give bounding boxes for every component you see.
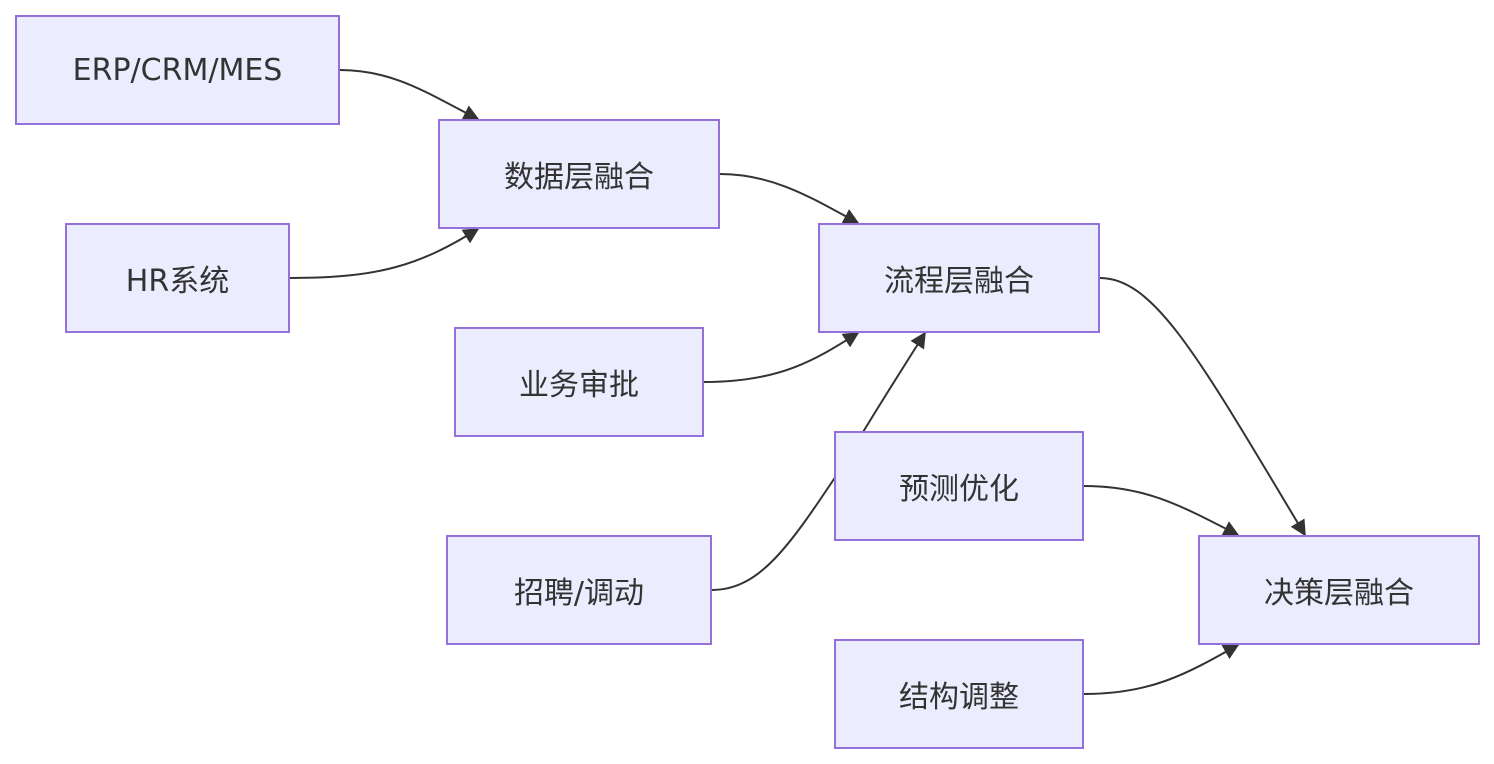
edge-hr-to-data-fusion (289, 228, 480, 279)
node-process-fusion: 流程层融合 (818, 223, 1100, 333)
node-label: 业务审批 (519, 368, 639, 403)
node-forecast-optimization: 预测优化 (834, 431, 1084, 541)
node-label: 流程层融合 (884, 264, 1034, 299)
edge-biz-approval-to-process-fusion (703, 332, 860, 383)
node-label: 预测优化 (899, 472, 1019, 507)
node-label: 招聘/调动 (513, 576, 645, 611)
edge-restructure-to-decision-fusion (1083, 644, 1240, 695)
node-label: ERP/CRM/MES (72, 52, 283, 88)
node-decision-fusion: 决策层融合 (1198, 535, 1480, 645)
node-erp-crm-mes: ERP/CRM/MES (15, 15, 340, 125)
node-data-fusion: 数据层融合 (438, 119, 720, 229)
node-label: 决策层融合 (1264, 576, 1414, 611)
edge-erp-to-data-fusion (339, 69, 480, 120)
edge-forecast-to-decision-fusion (1083, 485, 1240, 536)
node-label: HR系统 (125, 264, 230, 299)
node-label: 结构调整 (899, 680, 1019, 715)
node-business-approval: 业务审批 (454, 327, 704, 437)
node-label: 数据层融合 (504, 160, 654, 195)
node-structure-adjustment: 结构调整 (834, 639, 1084, 749)
edge-data-fusion-to-process-fusion (719, 173, 860, 224)
edge-process-fusion-to-decision-fusion (1099, 277, 1306, 537)
node-recruit-transfer: 招聘/调动 (446, 535, 712, 645)
node-hr-system: HR系统 (65, 223, 290, 333)
